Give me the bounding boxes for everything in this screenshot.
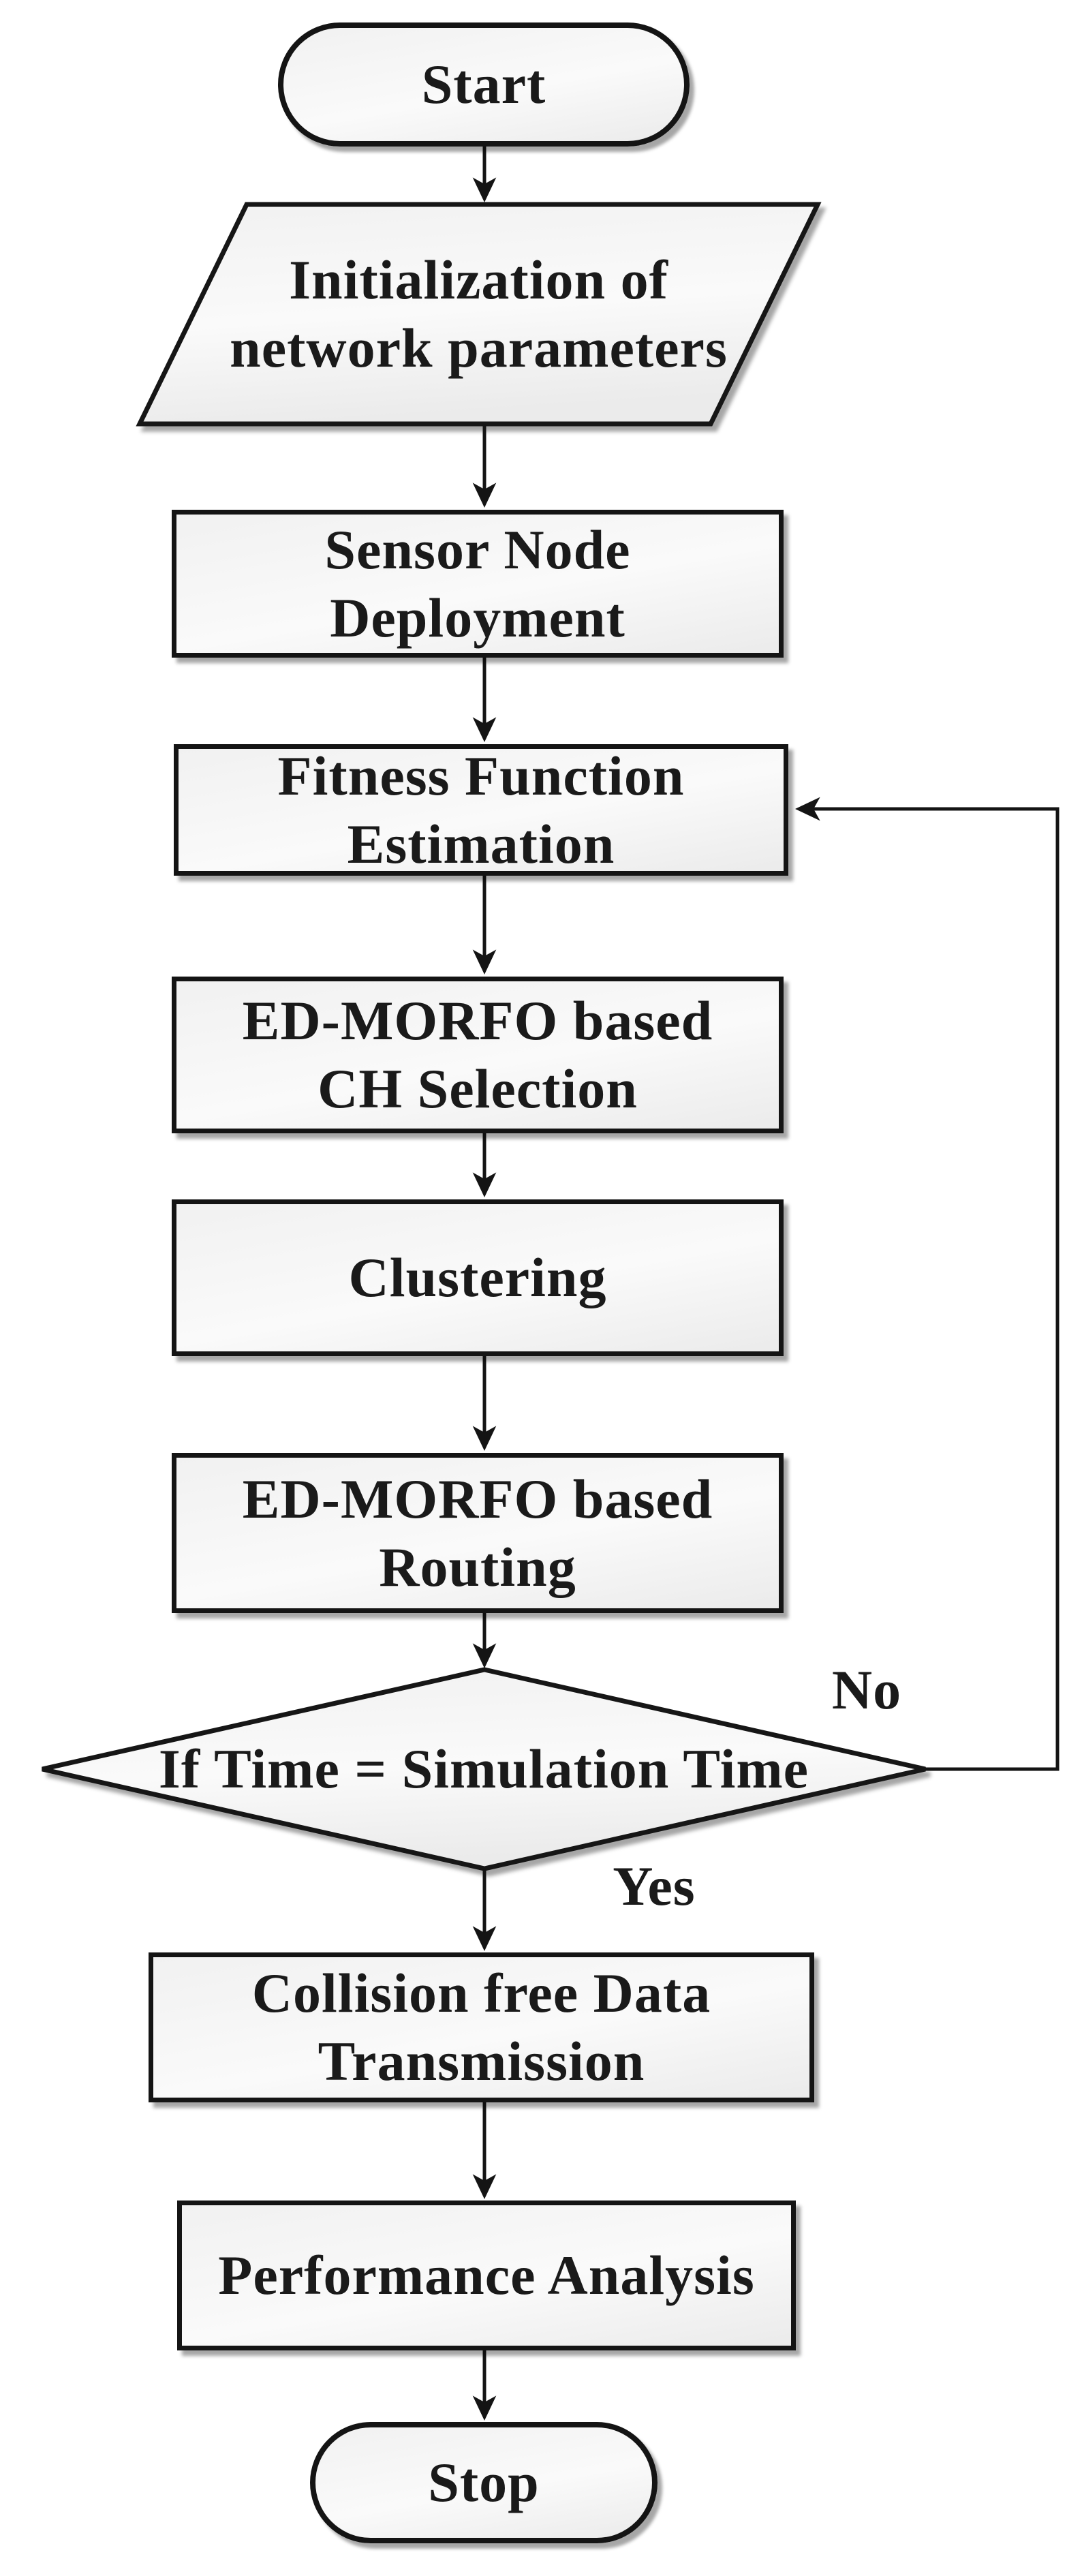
node-init-shape xyxy=(136,202,822,427)
node-decision-shape xyxy=(42,1667,926,1871)
node-fitness: Fitness Function Estimation xyxy=(174,744,788,876)
node-routing-label: ED-MORFO based Routing xyxy=(242,1467,713,1598)
node-collision: Collision free Data Transmission xyxy=(149,1952,814,2102)
node-routing: ED-MORFO based Routing xyxy=(172,1453,784,1613)
edge-label-yes: Yes xyxy=(613,1855,696,1917)
node-stop-label: Stop xyxy=(428,2451,540,2513)
node-clustering: Clustering xyxy=(172,1199,784,1356)
node-ch-selection-label: ED-MORFO based CH Selection xyxy=(242,990,713,1120)
node-clustering-label: Clustering xyxy=(348,1246,607,1308)
node-performance: Performance Analysis xyxy=(177,2201,796,2350)
edge-decision-to-fitness-no xyxy=(795,797,1060,1771)
node-fitness-label: Fitness Function Estimation xyxy=(277,744,685,875)
node-deploy-label: Sensor Node Deployment xyxy=(324,518,631,649)
node-performance-label: Performance Analysis xyxy=(218,2244,755,2306)
edge-label-no: No xyxy=(831,1659,902,1721)
node-collision-label: Collision free Data Transmission xyxy=(251,1962,711,2092)
node-ch-selection: ED-MORFO based CH Selection xyxy=(172,977,784,1133)
node-start-label: Start xyxy=(421,53,546,115)
node-deploy: Sensor Node Deployment xyxy=(172,510,784,658)
node-stop: Stop xyxy=(310,2422,658,2543)
node-start: Start xyxy=(278,22,690,147)
